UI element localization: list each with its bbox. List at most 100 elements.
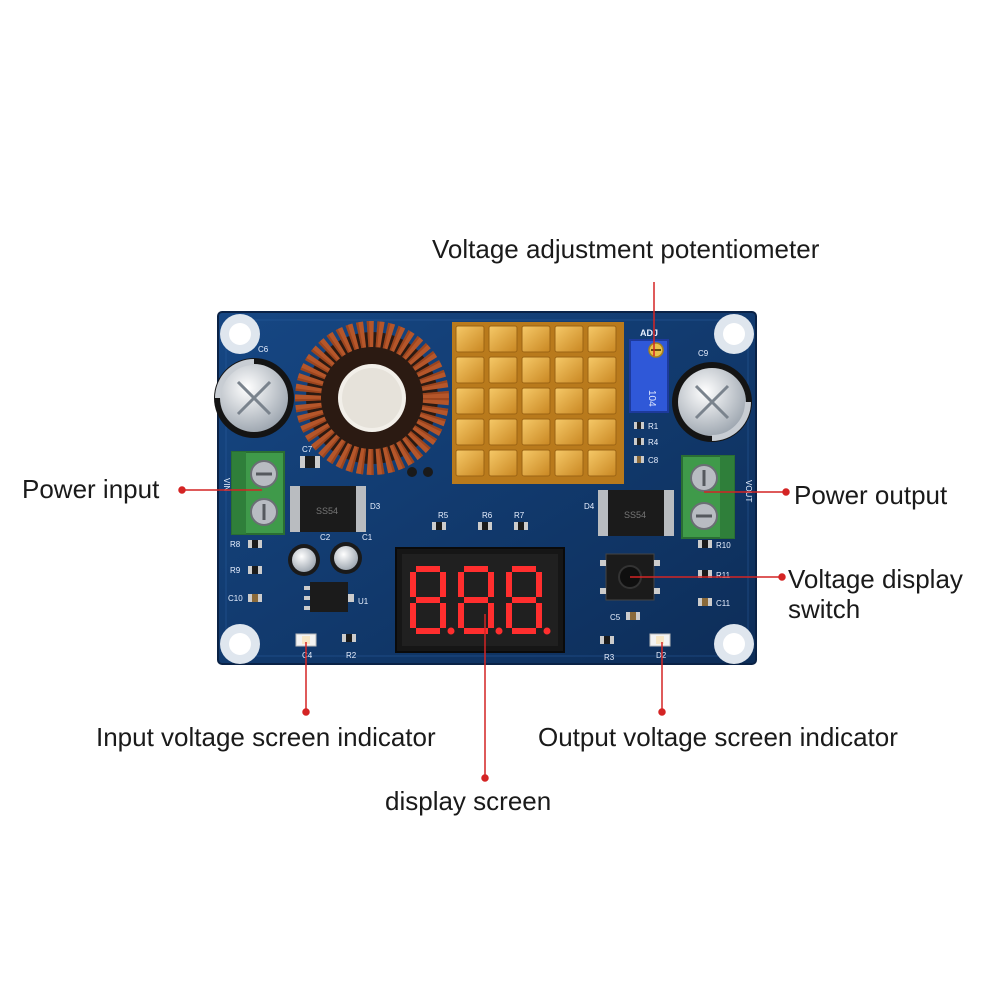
- smd-c8: [634, 456, 644, 463]
- display-segment: [536, 572, 542, 597]
- silk-r9: R9: [230, 566, 241, 575]
- display-segment: [464, 628, 488, 634]
- silk-r7: R7: [514, 511, 525, 520]
- smd-r3: [600, 636, 614, 644]
- display-segment: [410, 603, 416, 628]
- display-segment: [440, 572, 446, 597]
- smd-r6: [478, 522, 492, 530]
- heatsink-fin: [521, 325, 551, 353]
- display-decimal-point: [543, 627, 551, 635]
- silk-c7: C7: [302, 445, 313, 454]
- silk-r5: R5: [438, 511, 449, 520]
- display-segment: [416, 597, 440, 603]
- callout-power-output: Power output: [794, 480, 948, 510]
- silk-c6: C6: [258, 345, 269, 354]
- smd-c10: [248, 594, 262, 602]
- mounting-hole-bottom-right: [714, 624, 754, 664]
- silk-r4: R4: [648, 438, 659, 447]
- callout-display-switch-line2: switch: [788, 594, 861, 624]
- mounting-hole-bottom-left: [220, 624, 260, 664]
- display-segment: [512, 628, 536, 634]
- display-decimal-point: [447, 627, 455, 635]
- silk-r1: R1: [648, 422, 659, 431]
- smd-r2: [342, 634, 356, 642]
- capacitor-c2: [288, 544, 320, 576]
- silk-u1: U1: [358, 597, 369, 606]
- silk-vout: VOUT: [744, 480, 753, 502]
- silk-vin: VIN: [222, 478, 231, 492]
- display-segment: [416, 566, 440, 572]
- callout-potentiometer: Voltage adjustment potentiometer: [432, 234, 820, 264]
- silk-d3: D3: [370, 502, 381, 511]
- heatsink-fin: [554, 387, 584, 415]
- smd-r11: [698, 570, 712, 578]
- smd-r10: [698, 540, 712, 548]
- smd-c5: [626, 612, 640, 620]
- heatsink-fin: [587, 418, 617, 446]
- smd-r8: [248, 540, 262, 548]
- silk-c8: C8: [648, 456, 659, 465]
- heatsink-fin: [488, 387, 518, 415]
- heatsink-fin: [455, 418, 485, 446]
- display-decimal-point: [495, 627, 503, 635]
- callout-display-screen: display screen: [385, 786, 552, 816]
- seven-segment-display: [395, 547, 565, 653]
- heatsink-fin: [455, 387, 485, 415]
- silk-c1: C1: [362, 533, 373, 542]
- leader-dot-input-indicator: [302, 708, 310, 716]
- heatsink-fin: [488, 418, 518, 446]
- heatsink-fin: [455, 325, 485, 353]
- leader-lines: [178, 282, 790, 782]
- smd-r1: [634, 422, 644, 429]
- silk-r11: R11: [716, 571, 731, 580]
- heatsink-fin: [587, 387, 617, 415]
- silk-c10: C10: [228, 594, 243, 603]
- capacitor-c1: [330, 542, 362, 574]
- heatsink-fin: [488, 356, 518, 384]
- display-segment: [416, 628, 440, 634]
- heatsink-fin: [488, 325, 518, 353]
- toroidal-inductor: [295, 321, 449, 477]
- display-segment: [410, 572, 416, 597]
- pot-code-text: 104: [646, 390, 657, 407]
- leader-dot-output-indicator: [658, 708, 666, 716]
- silk-r6: R6: [482, 511, 493, 520]
- heatsink-fin: [554, 418, 584, 446]
- heatsink-fin: [587, 325, 617, 353]
- callout-display-switch-line1: Voltage display: [788, 564, 963, 594]
- smd-r9: [248, 566, 262, 574]
- heatsink-fin: [587, 356, 617, 384]
- silk-r10: R10: [716, 541, 731, 550]
- silk-r2: R2: [346, 651, 357, 660]
- display-segment: [464, 597, 488, 603]
- heatsink-fin: [587, 449, 617, 477]
- smd-r4: [634, 438, 644, 445]
- diode-d4: SS54: [598, 490, 674, 536]
- heatsink-fin: [521, 418, 551, 446]
- display-segment: [512, 566, 536, 572]
- diode-d3-code: SS54: [316, 506, 338, 516]
- input-terminal-block: [231, 451, 285, 535]
- display-segment: [536, 603, 542, 628]
- capacitor-c6: [214, 358, 294, 438]
- heatsink-fin: [554, 356, 584, 384]
- smd-r5: [432, 522, 446, 530]
- mounting-hole-top-right: [714, 314, 754, 354]
- heatsink-fin: [521, 449, 551, 477]
- diode-d4-code: SS54: [624, 510, 646, 520]
- display-segment: [488, 572, 494, 597]
- leader-dot-display-switch: [778, 573, 786, 581]
- output-indicator-led-d2: [649, 633, 671, 647]
- display-segment: [464, 566, 488, 572]
- display-segment: [440, 603, 446, 628]
- leader-dot-power-input: [178, 486, 186, 494]
- display-segment: [506, 603, 512, 628]
- mounting-hole-top-left: [220, 314, 260, 354]
- smd-r7: [514, 522, 528, 530]
- silk-c5: C5: [610, 613, 621, 622]
- diode-d3: SS54: [290, 486, 366, 532]
- display-segment: [458, 603, 464, 628]
- silk-r3: R3: [604, 653, 615, 662]
